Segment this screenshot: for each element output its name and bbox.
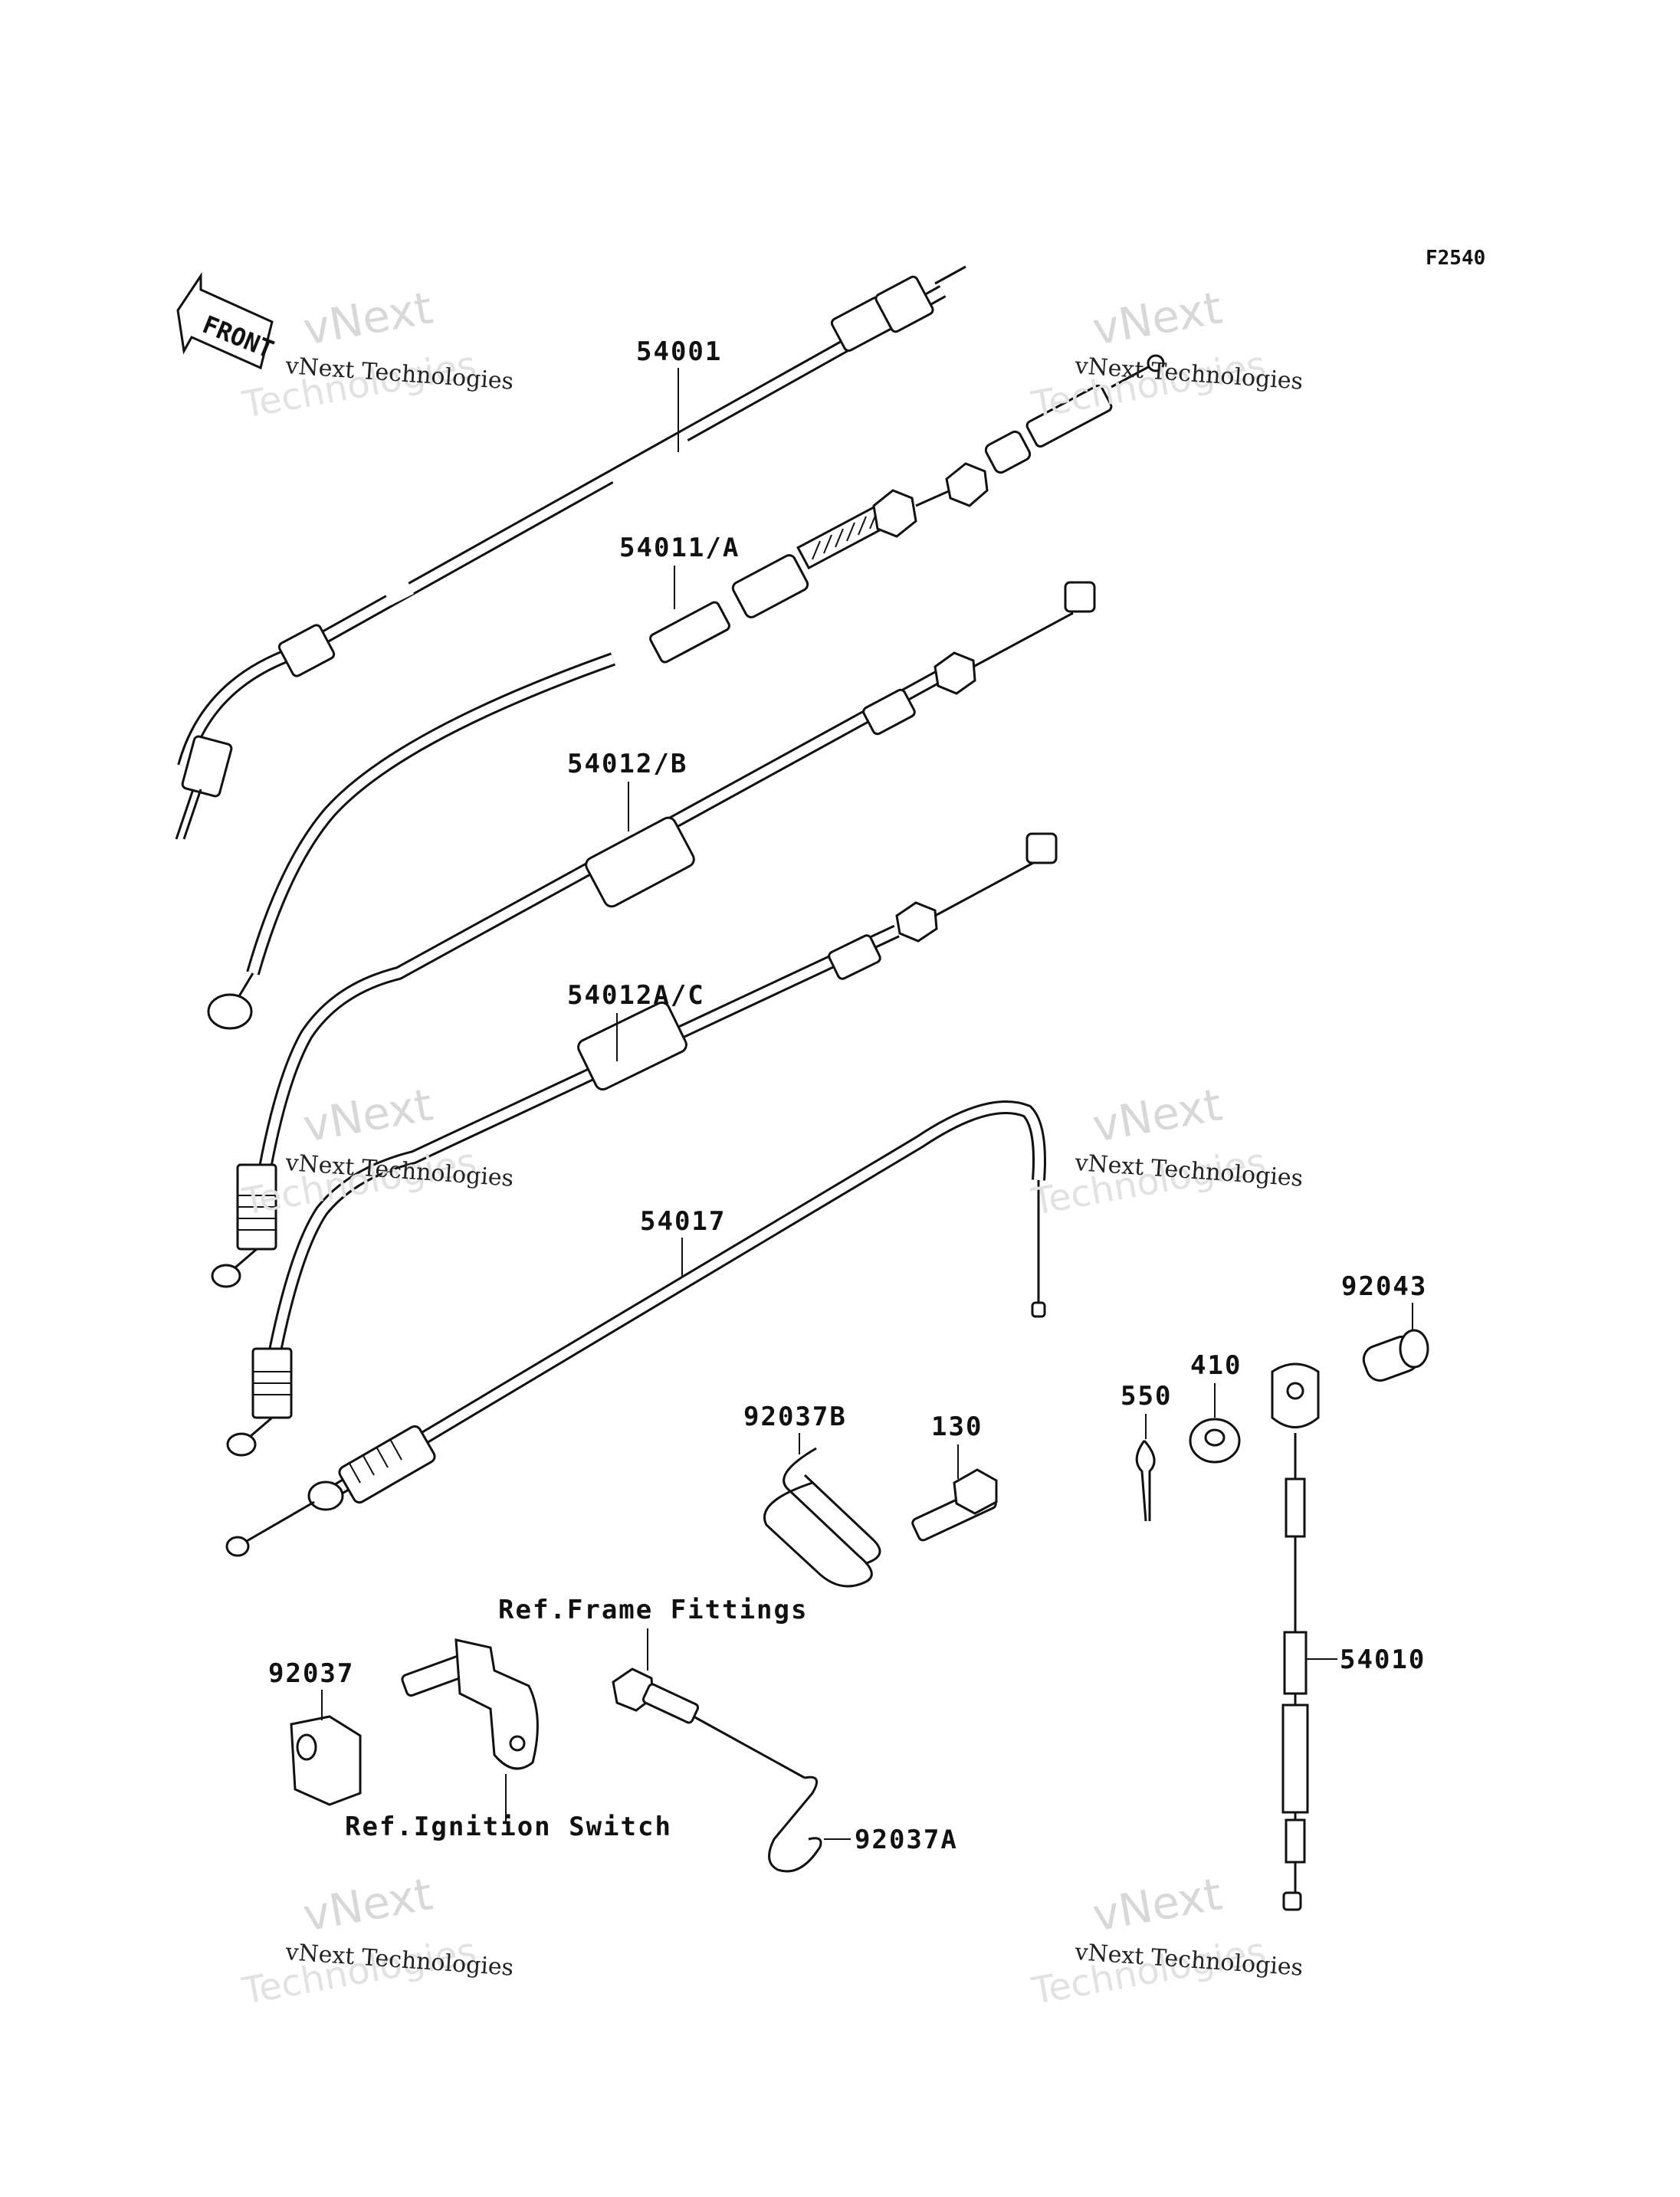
label-54001: 54001 xyxy=(636,336,722,367)
bracket-ignition-switch xyxy=(401,1638,539,1824)
diagram-code: F2540 xyxy=(1426,247,1485,270)
label-54010: 54010 xyxy=(1340,1644,1426,1675)
label-54012ac: 54012A/C xyxy=(567,980,705,1011)
label-92037a: 92037A xyxy=(855,1825,958,1855)
watermark-top-right: vNext Technologies vNext Technologies xyxy=(1028,281,1304,427)
svg-text:vNext: vNext xyxy=(1089,1867,1226,1941)
watermark-mid-right: vNext Technologies vNext Technologies xyxy=(1028,1078,1304,1224)
part-92037 xyxy=(290,1690,362,1806)
part-92043 xyxy=(1362,1303,1429,1382)
label-ref-ignition-switch: Ref.Ignition Switch xyxy=(345,1812,672,1842)
label-92037b: 92037B xyxy=(743,1402,847,1432)
watermark-top-left: vNext Technologies vNext Technologies xyxy=(238,281,514,427)
part-92037b xyxy=(763,1433,881,1588)
cable-54017 xyxy=(225,1100,1046,1557)
svg-text:vNext: vNext xyxy=(300,1078,437,1152)
label-130: 130 xyxy=(931,1412,983,1442)
label-92043: 92043 xyxy=(1341,1271,1427,1302)
front-arrow-icon: FRONT xyxy=(176,272,278,370)
svg-text:vNext: vNext xyxy=(1089,1078,1226,1152)
label-550: 550 xyxy=(1121,1381,1172,1412)
part-130 xyxy=(911,1444,998,1542)
part-410 xyxy=(1189,1383,1241,1464)
label-54017: 54017 xyxy=(640,1206,726,1237)
cable-54011a xyxy=(207,354,1165,1030)
part-550 xyxy=(1135,1414,1156,1522)
label-ref-frame-fittings: Ref.Frame Fittings xyxy=(498,1595,808,1625)
watermark-bottom-right: vNext Technologies vNext Technologies xyxy=(1028,1867,1304,2013)
svg-text:vNext: vNext xyxy=(300,281,437,355)
part-92037a xyxy=(612,1667,851,1873)
label-54012b: 54012/B xyxy=(567,749,687,779)
svg-text:vNext: vNext xyxy=(1089,281,1226,355)
svg-text:vNext: vNext xyxy=(300,1867,437,1941)
label-54011a: 54011/A xyxy=(619,533,740,563)
label-92037: 92037 xyxy=(268,1658,354,1689)
cable-54012b xyxy=(211,581,1096,1288)
label-410: 410 xyxy=(1190,1350,1242,1381)
cable-54010 xyxy=(1271,1362,1337,1911)
watermark-bottom-left: vNext Technologies vNext Technologies xyxy=(238,1867,514,2013)
cable-54001 xyxy=(175,265,966,840)
cable-54012ac xyxy=(226,832,1058,1457)
